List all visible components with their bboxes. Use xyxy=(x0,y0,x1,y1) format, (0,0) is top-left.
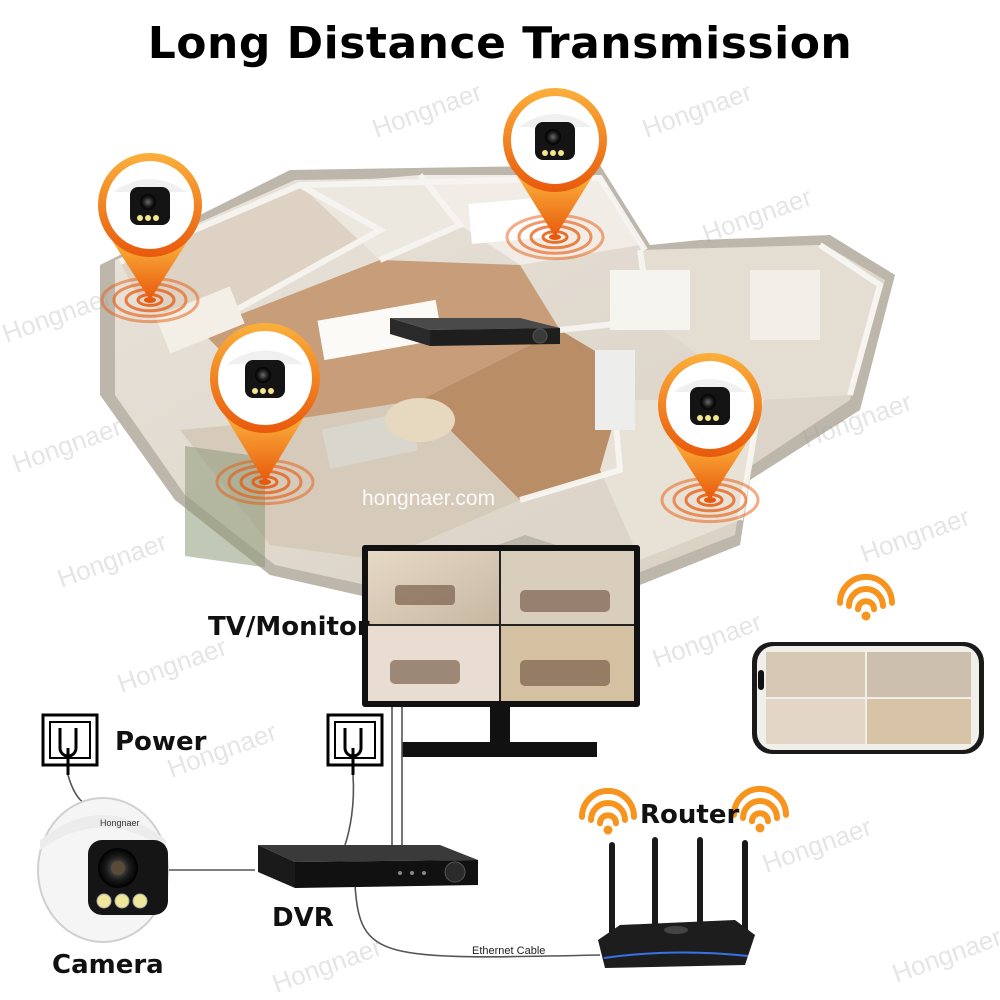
camera-pin-icon xyxy=(503,88,607,261)
power-socket-icon xyxy=(326,713,384,775)
monitor xyxy=(362,545,640,757)
wifi-icon xyxy=(731,785,789,833)
camera-device: Hongnaer xyxy=(37,797,169,943)
router-label: Router xyxy=(640,800,740,830)
cam-feed-2 xyxy=(501,551,634,624)
dvr-box xyxy=(258,845,478,888)
wifi-icon xyxy=(837,573,895,621)
camera-pin-icon xyxy=(210,323,320,506)
ethernet-cable-label: Ethernet Cable xyxy=(472,945,546,957)
dvr-in-house xyxy=(390,318,560,346)
monitor-label: TV/Monitor xyxy=(208,612,370,642)
smartphone xyxy=(752,642,984,754)
camera-pin-icon xyxy=(658,353,762,524)
page-title: Long Distance Transmission xyxy=(147,18,853,69)
camera-pin-icon xyxy=(98,153,202,324)
dvr-label: DVR xyxy=(272,903,334,933)
camera-brand: Hongnaer xyxy=(100,818,140,828)
power-label: Power xyxy=(115,727,207,757)
power-socket-icon xyxy=(41,713,99,775)
router xyxy=(598,837,755,968)
camera-label: Camera xyxy=(52,950,164,980)
website-url: hongnaer.com xyxy=(362,487,495,510)
ethernet-cable xyxy=(354,884,601,958)
wifi-icon xyxy=(579,787,637,835)
